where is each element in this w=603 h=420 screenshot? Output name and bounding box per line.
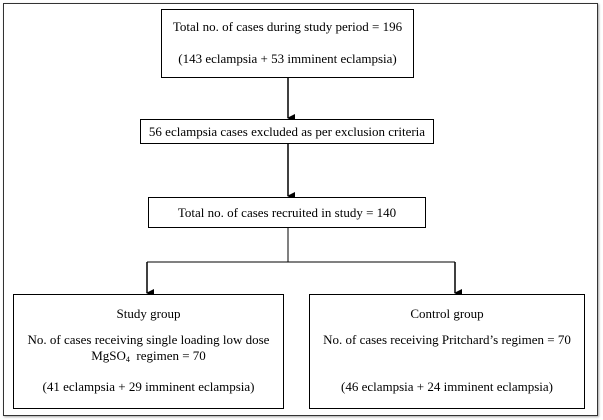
study-group-drug-subscript: 4 xyxy=(125,355,130,364)
excluded-cases-label: 56 eclampsia cases excluded as per exclu… xyxy=(148,124,426,139)
control-group-split: (46 eclampsia + 24 imminent eclampsia) xyxy=(340,379,554,394)
total-cases-box: Total no. of cases during study period =… xyxy=(161,9,414,78)
total-cases-label: Total no. of cases during study period =… xyxy=(172,19,403,34)
study-group-title: Study group xyxy=(116,306,181,321)
study-group-desc-line1: No. of cases receiving single loading lo… xyxy=(27,332,270,347)
control-group-title: Control group xyxy=(410,306,484,321)
study-group-drug: MgSO xyxy=(91,348,126,363)
control-group-box: Control group No. of cases receiving Pri… xyxy=(309,294,585,409)
study-group-box: Study group No. of cases receiving singl… xyxy=(13,294,284,409)
total-cases-breakdown: (143 eclampsia + 53 imminent eclampsia) xyxy=(178,51,397,66)
control-group-description: No. of cases receiving Pritchard’s regim… xyxy=(323,332,571,347)
excluded-cases-box: 56 eclampsia cases excluded as per exclu… xyxy=(140,119,434,144)
study-group-desc-tail: regimen = 70 xyxy=(129,348,206,363)
study-group-split: (41 eclampsia + 29 imminent eclampsia) xyxy=(42,379,255,394)
recruited-cases-label: Total no. of cases recruited in study = … xyxy=(177,205,397,220)
recruited-cases-box: Total no. of cases recruited in study = … xyxy=(148,197,426,228)
study-group-description: No. of cases receiving single loading lo… xyxy=(20,332,277,368)
